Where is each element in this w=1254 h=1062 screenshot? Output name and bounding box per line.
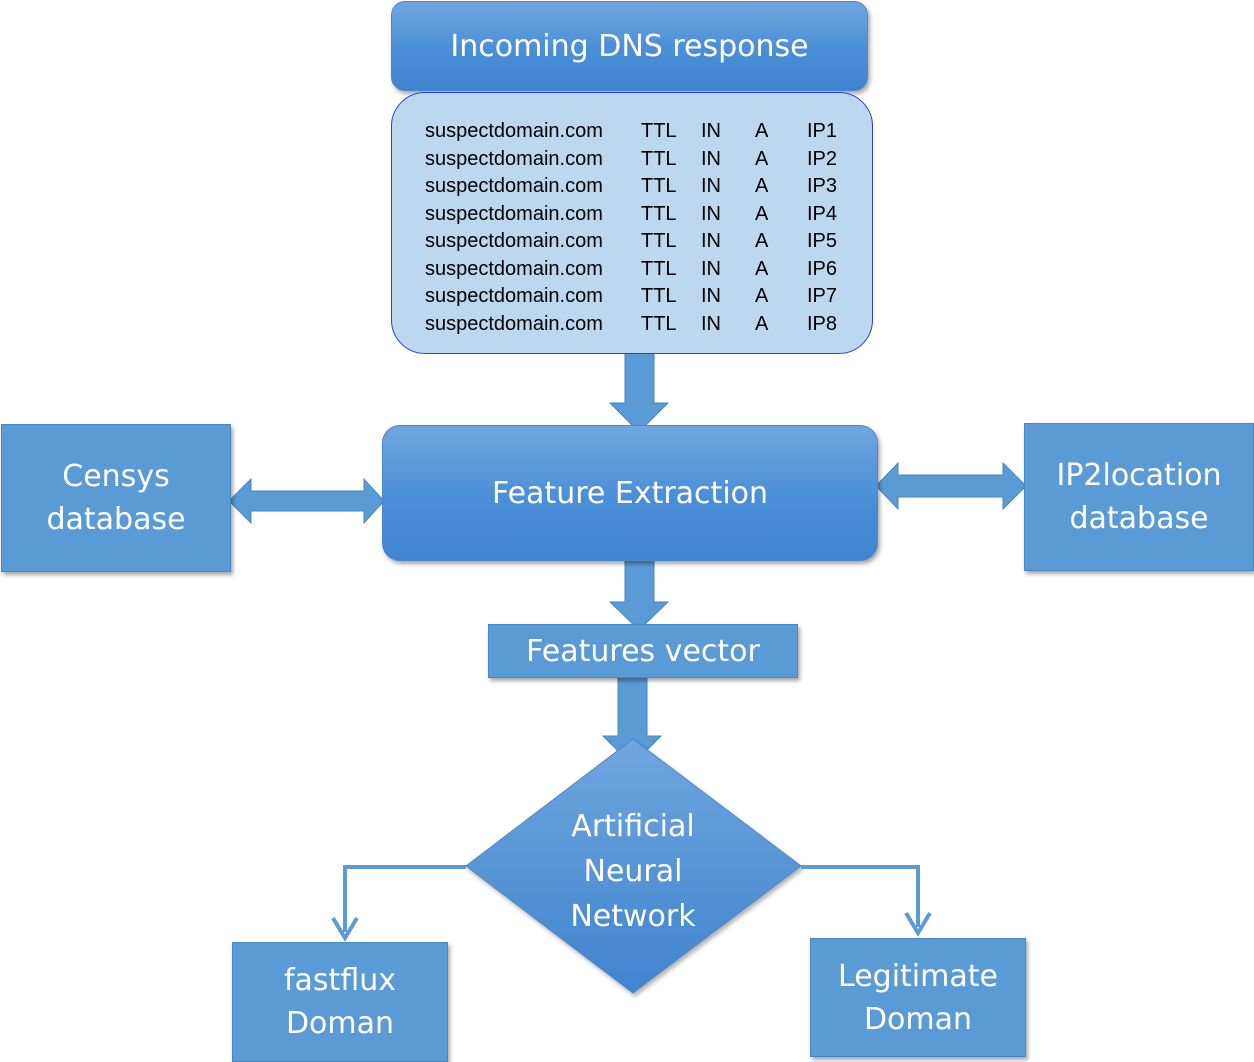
record-class: IN <box>701 175 721 197</box>
features-vector-label: Features vector <box>526 633 760 669</box>
ann-label: Artificial Neural Network <box>570 809 696 934</box>
record-ip: IP2 <box>807 147 838 170</box>
record-domain: suspectdomain.com <box>425 147 603 170</box>
record-ip: IP6 <box>807 257 838 280</box>
record-ttl: TTL <box>641 147 677 170</box>
record-ttl: TTL <box>641 202 677 225</box>
record-domain: suspectdomain.com <box>425 202 603 225</box>
record-ttl: TTL <box>641 312 677 335</box>
fastflux-domain: fastflux Doman <box>232 942 448 1062</box>
record-class: IN <box>701 257 721 280</box>
dns-record-row: suspectdomain.com TTL IN A IP6 <box>425 256 872 284</box>
record-class: IN <box>701 147 721 170</box>
record-ttl: TTL <box>641 120 677 142</box>
record-ttl: TTL <box>641 230 677 252</box>
record-class: IN <box>701 120 721 142</box>
arrowhead-legitimate <box>904 911 932 937</box>
dns-record-row: suspectdomain.com TTL IN A IP3 <box>425 173 872 201</box>
record-type: A <box>755 147 769 170</box>
double-arrow-ip2location <box>875 461 1027 511</box>
record-ip: IP8 <box>807 312 838 335</box>
incoming-dns-response: Incoming DNS response <box>391 1 868 91</box>
record-class: IN <box>701 312 721 335</box>
record-type: A <box>755 120 769 142</box>
record-ip: IP4 <box>807 202 838 225</box>
censys-database: Censys database <box>1 424 231 572</box>
double-arrow-censys <box>228 477 385 525</box>
record-domain: suspectdomain.com <box>425 120 603 142</box>
record-ip: IP5 <box>807 230 838 252</box>
fastflux-domain-label: fastflux Doman <box>283 963 396 1041</box>
dns-record-row: suspectdomain.com TTL IN A IP4 <box>425 201 872 229</box>
record-type: A <box>755 230 769 252</box>
record-type: A <box>755 202 769 225</box>
dns-record-row: suspectdomain.com TTL IN A IP2 <box>425 146 872 174</box>
dns-record-row: suspectdomain.com TTL IN A IP5 <box>425 228 872 256</box>
dns-record-row: suspectdomain.com TTL IN A IP1 <box>425 118 872 146</box>
record-class: IN <box>701 202 721 225</box>
features-vector: Features vector <box>488 624 798 678</box>
censys-database-label: Censys database <box>46 459 186 537</box>
record-domain: suspectdomain.com <box>425 312 603 335</box>
record-domain: suspectdomain.com <box>425 257 603 280</box>
record-type: A <box>755 285 769 307</box>
arrow-down-records-to-extraction <box>608 344 670 433</box>
record-domain: suspectdomain.com <box>425 230 603 252</box>
record-type: A <box>755 257 769 280</box>
record-ip: IP1 <box>807 120 838 142</box>
record-ttl: TTL <box>641 257 677 280</box>
dns-record-row: suspectdomain.com TTL IN A IP8 <box>425 311 872 339</box>
incoming-dns-response-label: Incoming DNS response <box>450 28 809 64</box>
record-class: IN <box>701 285 721 307</box>
record-ip: IP7 <box>807 285 838 307</box>
record-type: A <box>755 175 769 197</box>
legitimate-domain: Legitimate Doman <box>810 938 1026 1057</box>
record-domain: suspectdomain.com <box>425 285 603 307</box>
feature-extraction-label: Feature Extraction <box>491 475 769 511</box>
ip2location-database-label: IP2location database <box>1056 458 1222 536</box>
ann-diamond <box>465 738 802 994</box>
connector-ann-to-legitimate <box>801 865 920 927</box>
record-type: A <box>755 312 769 335</box>
record-class: IN <box>701 230 721 252</box>
record-ttl: TTL <box>641 285 677 307</box>
record-ip: IP3 <box>807 175 838 197</box>
dns-record-row: suspectdomain.com TTL IN A IP7 <box>425 283 872 311</box>
feature-extraction: Feature Extraction <box>382 425 878 561</box>
record-ttl: TTL <box>641 175 677 197</box>
arrowhead-fastflux <box>331 916 359 942</box>
connector-ann-to-fastflux <box>343 865 466 932</box>
legitimate-domain-label: Legitimate Doman <box>838 958 998 1037</box>
ip2location-database: IP2location database <box>1024 423 1254 571</box>
record-domain: suspectdomain.com <box>425 175 603 197</box>
